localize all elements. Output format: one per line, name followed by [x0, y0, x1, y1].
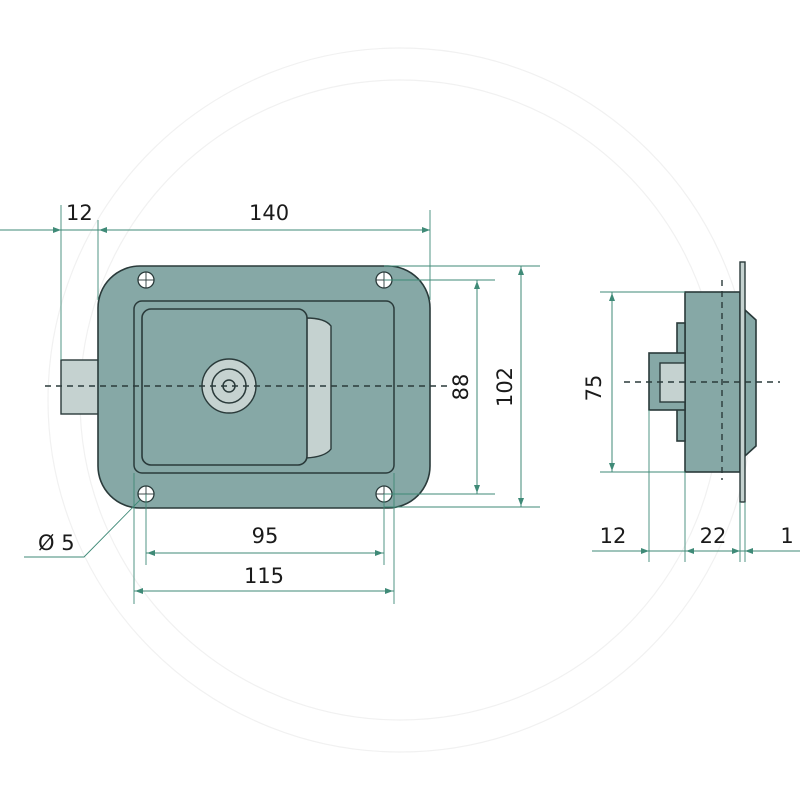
dim-flange-thickness: 1: [780, 524, 793, 548]
front-view: [0, 205, 540, 604]
paddle-lip: [305, 317, 332, 459]
hole-top-left: [137, 271, 155, 289]
dim-overall-width: 140: [249, 201, 289, 225]
side-flange: [739, 261, 746, 503]
side-back-dome: [744, 308, 757, 458]
dim-overall-height: 102: [493, 367, 517, 407]
dim-hole-diameter: Ø 5: [38, 531, 75, 555]
dim-body-height: 75: [582, 375, 606, 402]
dim-hole-spacing-horizontal: 95: [252, 524, 279, 548]
recess-frame: [133, 300, 395, 474]
dim-bolt-projection: 12: [66, 201, 93, 225]
side-view: [592, 261, 800, 562]
dim-bolt-depth: 12: [600, 524, 627, 548]
dim-hole-spacing-vertical: 88: [449, 374, 473, 401]
dim-frame-width: 115: [244, 564, 284, 588]
latch-bolt: [60, 359, 101, 415]
dim-body-depth: 22: [700, 524, 727, 548]
